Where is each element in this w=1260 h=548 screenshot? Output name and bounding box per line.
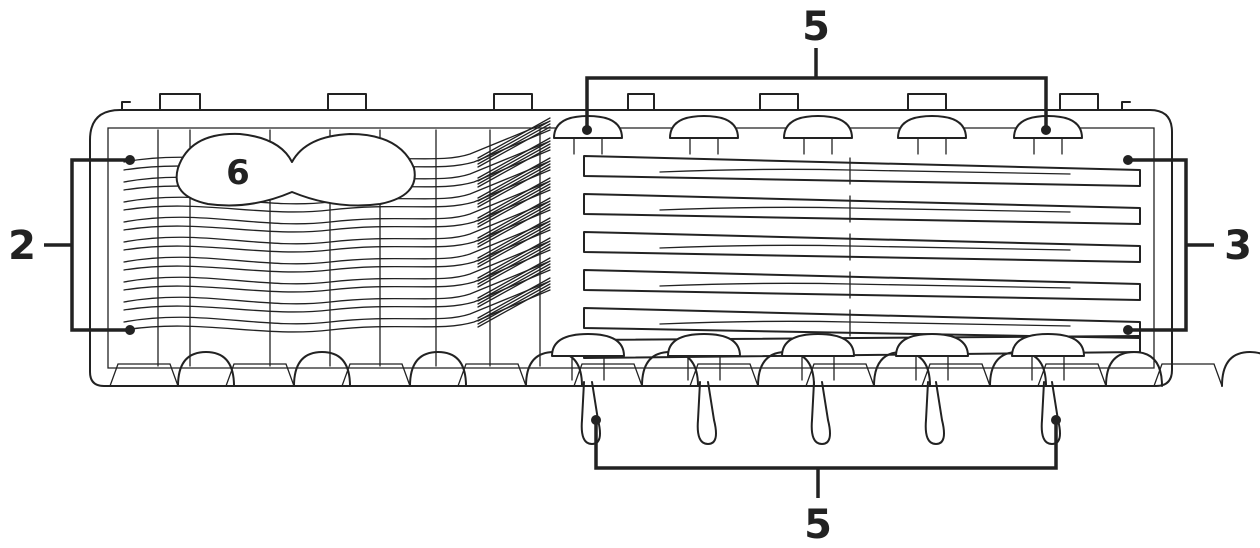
- top-holder-cap: [783, 115, 853, 139]
- fork-tine: [477, 117, 551, 159]
- callout-2-label: 2: [8, 223, 36, 269]
- top-holder-stem: [1033, 137, 1063, 155]
- knife-blade: [583, 155, 1141, 187]
- foot: [457, 363, 527, 387]
- scallop: [873, 351, 931, 387]
- hook: [924, 381, 945, 445]
- knife-edge: [659, 320, 1071, 327]
- hook: [580, 381, 601, 445]
- knife-blade: [583, 231, 1141, 263]
- top-holder-stem: [917, 137, 947, 155]
- scallop: [525, 351, 583, 387]
- scallop: [989, 351, 1047, 387]
- knives-section: [583, 155, 1141, 359]
- bottom-holder-cap: [551, 333, 625, 357]
- fork-tine: [477, 283, 551, 325]
- bottom-holder-stem: [1031, 355, 1065, 381]
- callout-5-top-label: 5: [802, 4, 830, 50]
- bottom-holders: [551, 333, 1085, 445]
- top-clips: [121, 93, 1131, 111]
- foot: [573, 363, 643, 387]
- knife-edge: [659, 206, 1071, 213]
- bottom-holder-stem: [571, 355, 605, 381]
- foot: [225, 363, 295, 387]
- spoon-heads: [175, 132, 416, 207]
- leader-lines: [44, 48, 1214, 498]
- top-tab: [1121, 101, 1131, 111]
- scallop: [409, 351, 467, 387]
- top-tab: [907, 93, 947, 111]
- leader-left: [70, 158, 130, 332]
- top-tab: [327, 93, 367, 111]
- bottom-holder-cap: [781, 333, 855, 357]
- top-holder-stem: [803, 137, 833, 155]
- leader-bottom: [594, 420, 1058, 470]
- hook: [810, 381, 831, 445]
- knife-edge: [659, 282, 1071, 289]
- bottom-holder-stem: [801, 355, 835, 381]
- top-holder-cap: [897, 115, 967, 139]
- callout-5-bottom-label: 5: [804, 502, 832, 548]
- fork-tine: [477, 286, 551, 328]
- knife-edge: [659, 244, 1071, 251]
- scallop: [757, 351, 815, 387]
- callout-6-label: 6: [226, 153, 250, 193]
- knife-blade: [583, 193, 1141, 225]
- bottom-holder-cap: [1011, 333, 1085, 357]
- hook: [1040, 381, 1061, 445]
- top-holder-stem: [689, 137, 719, 155]
- top-holders: [553, 115, 1083, 155]
- foot: [341, 363, 411, 387]
- top-tab: [1059, 93, 1099, 111]
- top-tab: [759, 93, 799, 111]
- foot: [689, 363, 759, 387]
- scallop: [1221, 351, 1260, 387]
- foot: [921, 363, 991, 387]
- callout-3-label: 3: [1224, 223, 1252, 269]
- top-holder-stem: [573, 137, 603, 155]
- knife-blade: [583, 269, 1141, 301]
- top-tab: [493, 93, 533, 111]
- top-holder-cap: [669, 115, 739, 139]
- foot: [1037, 363, 1107, 387]
- foot: [805, 363, 875, 387]
- knife-edge: [659, 168, 1071, 175]
- top-tab: [627, 93, 655, 111]
- scallop: [177, 351, 235, 387]
- bottom-holder-cap: [895, 333, 969, 357]
- scallop: [293, 351, 351, 387]
- top-tab: [159, 93, 201, 111]
- bottom-holder-stem: [915, 355, 949, 381]
- bottom-holder-cap: [667, 333, 741, 357]
- foot: [109, 363, 179, 387]
- top-tab: [121, 101, 131, 111]
- hook: [696, 381, 717, 445]
- bottom-holder-stem: [687, 355, 721, 381]
- foot: [1153, 363, 1223, 387]
